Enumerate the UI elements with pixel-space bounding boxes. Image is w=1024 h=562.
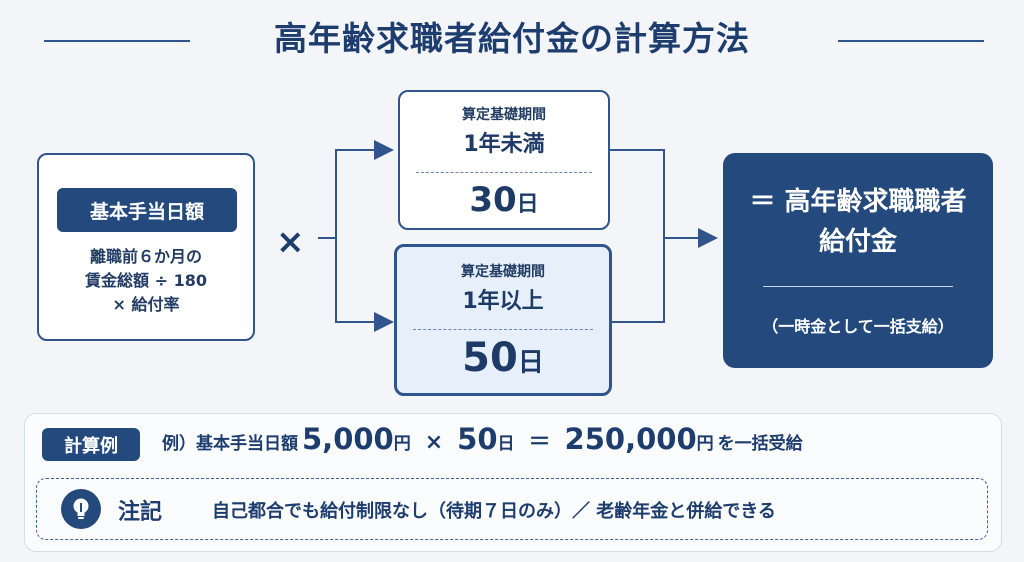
- option-condition: 1年以上: [462, 289, 544, 314]
- divider: [763, 286, 953, 287]
- example-panel: [24, 413, 1002, 552]
- result-box: ＝ 高年齢求職職者 給付金 （一時金として一括支給）: [723, 153, 993, 368]
- base-amount-label: 基本手当日額: [57, 188, 237, 232]
- base-amount-description: 離職前６か月の 賃金総額 ÷ 180 × 給付率: [85, 247, 207, 314]
- divider: [413, 329, 593, 330]
- branch-line: [335, 238, 394, 332]
- merge-line: [610, 149, 665, 323]
- base-amount-box: 基本手当日額 離職前６か月の 賃金総額 ÷ 180 × 給付率: [37, 153, 255, 341]
- note-box: [36, 478, 988, 540]
- option-days: 50日: [462, 335, 544, 381]
- option-under-1-year: 算定基礎期間 1年未満 30日: [398, 90, 610, 230]
- option-label: 算定基礎期間: [462, 107, 546, 123]
- result-title-line2: 給付金: [818, 227, 897, 257]
- result-note: （一時金として一括支給）: [762, 317, 954, 336]
- page-title: 高年齢求職者給付金の計算方法: [274, 19, 750, 58]
- option-days: 30日: [469, 180, 539, 220]
- divider: [416, 172, 592, 173]
- example-formula: 例）基本手当日額 5,000 円 × 50 日 ＝ 250,000 円 を一括受…: [162, 422, 803, 456]
- option-condition: 1年未満: [463, 132, 545, 157]
- title-rule-right: [838, 40, 984, 42]
- note-text: 自己都合でも給付制限なし（待期７日のみ）／ 老齢年金と併給できる: [212, 501, 776, 522]
- example-badge: 計算例: [42, 428, 140, 461]
- note-label: 注記: [118, 500, 163, 525]
- multiply-operator: ×: [276, 222, 305, 262]
- option-1-year-or-more: 算定基礎期間 1年以上 50日: [394, 244, 612, 396]
- result-title-line1: ＝ 高年齢求職職者: [749, 187, 967, 217]
- lightbulb-icon: [61, 489, 101, 529]
- branch-line: [318, 140, 394, 239]
- option-label: 算定基礎期間: [461, 264, 545, 280]
- title-rule-left: [44, 40, 190, 42]
